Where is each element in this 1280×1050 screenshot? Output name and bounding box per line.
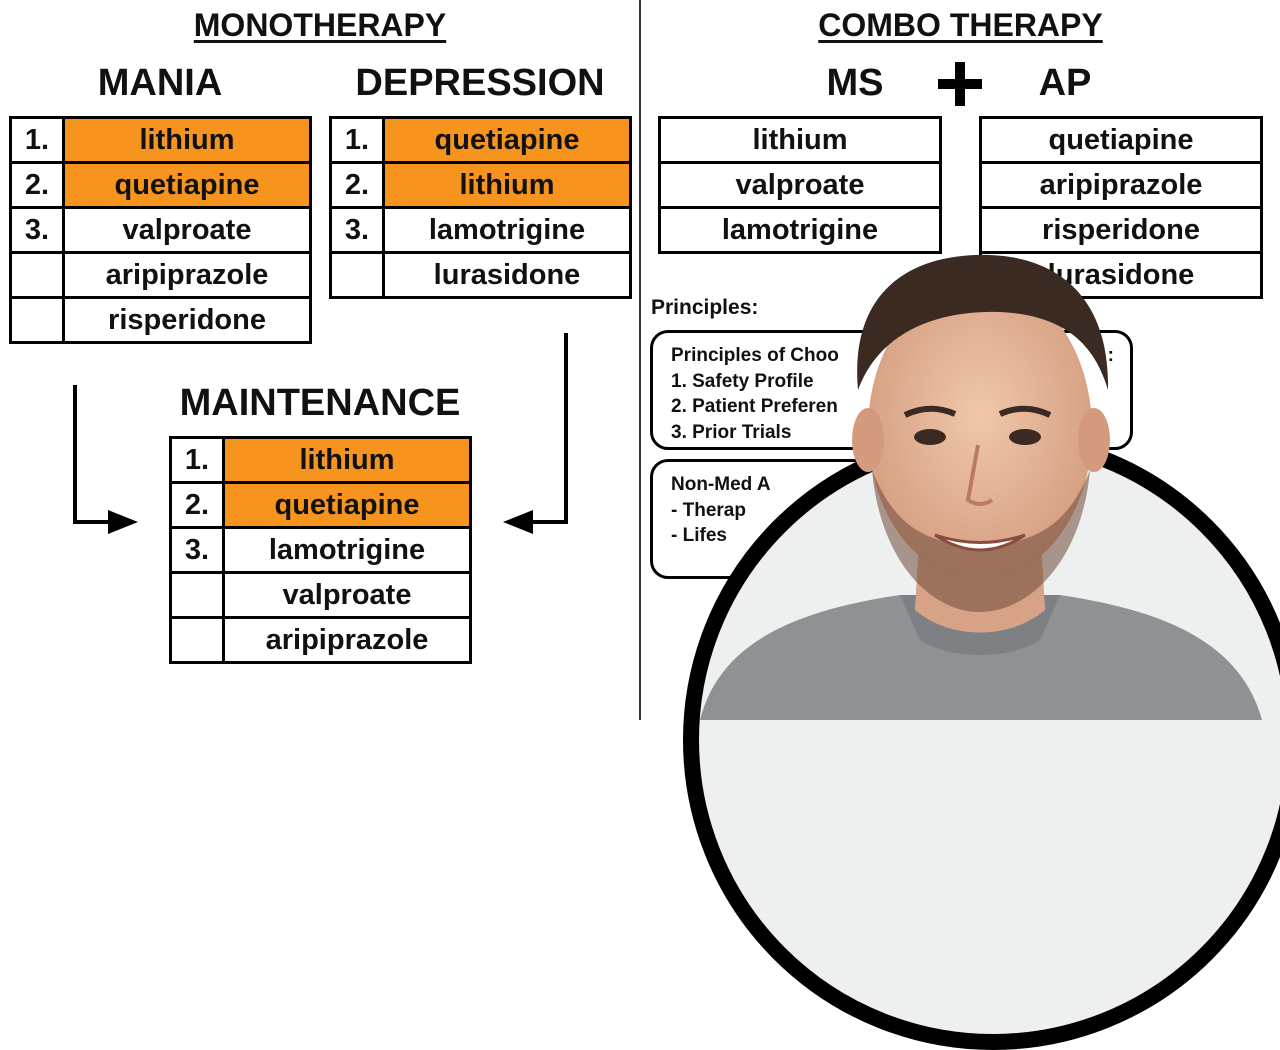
principles-box-title: Principles of Choo — [671, 345, 839, 366]
rank-cell: 2. — [9, 161, 65, 209]
maintenance-heading: MAINTENANCE — [179, 382, 461, 424]
drug-cell: valproate — [62, 206, 312, 254]
table-row: quetiapine — [979, 116, 1263, 164]
non-med-item: - Therap — [671, 499, 746, 521]
table-row: aripiprazole — [9, 251, 312, 299]
non-med-item: - Lifes — [671, 525, 727, 546]
combo-therapy-title: COMBO THERAPY — [818, 7, 1103, 43]
drug-cell: quetiapine — [979, 116, 1263, 164]
ap-table: quetiapine aripiprazole risperidone lura… — [979, 116, 1263, 299]
principles-item: 2. Patient Preferen — [671, 396, 838, 417]
table-row: 2.quetiapine — [9, 161, 312, 209]
drug-cell: lurasidone — [382, 251, 632, 299]
mania-table: 1.lithium 2.quetiapine 3.valproate aripi… — [9, 116, 312, 344]
drug-cell: risperidone — [62, 296, 312, 344]
table-row: valproate — [658, 161, 942, 209]
rank-cell — [169, 571, 225, 619]
drug-cell: aripiprazole — [979, 161, 1263, 209]
mania-heading: MANIA — [97, 62, 223, 104]
drug-cell: lamotrigine — [222, 526, 472, 574]
drug-cell: aripiprazole — [62, 251, 312, 299]
rank-cell — [9, 251, 65, 299]
table-row: lamotrigine — [658, 206, 942, 254]
table-row: risperidone — [9, 296, 312, 344]
table-row: valproate — [169, 571, 472, 619]
center-divider — [639, 0, 641, 720]
rank-cell: 2. — [169, 481, 225, 529]
drug-cell: lamotrigine — [382, 206, 632, 254]
principles-item: 1. Safety Profile — [671, 370, 814, 392]
table-row: lithium — [658, 116, 942, 164]
rank-cell: 1. — [169, 436, 225, 484]
table-row: 3.lamotrigine — [329, 206, 632, 254]
monotherapy-title: MONOTHERAPY — [193, 7, 447, 43]
drug-cell: risperidone — [979, 206, 1263, 254]
drug-cell: lithium — [382, 161, 632, 209]
table-row: risperidone — [979, 206, 1263, 254]
drug-cell: valproate — [658, 161, 942, 209]
table-row: 2.quetiapine — [169, 481, 472, 529]
plus-icon — [938, 62, 982, 106]
table-row: 3.valproate — [9, 206, 312, 254]
presenter-video — [700, 254, 1262, 720]
non-med-box-title: Non-Med A — [671, 474, 771, 495]
rank-cell: 2. — [329, 161, 385, 209]
table-row: 1.lithium — [169, 436, 472, 484]
rank-cell: 1. — [9, 116, 65, 164]
flow-arrows — [73, 333, 568, 534]
rank-cell: 3. — [169, 526, 225, 574]
rank-cell — [169, 616, 225, 664]
principles-box-title-end: : — [1107, 345, 1114, 366]
table-row: 1.lithium — [9, 116, 312, 164]
presenter-figure — [700, 254, 1262, 720]
principles-item: 3. Prior Trials — [671, 421, 792, 443]
drug-cell: lithium — [62, 116, 312, 164]
drug-cell: quetiapine — [222, 481, 472, 529]
drug-cell: lithium — [222, 436, 472, 484]
rank-cell: 3. — [9, 206, 65, 254]
table-row: aripiprazole — [169, 616, 472, 664]
rank-cell: 3. — [329, 206, 385, 254]
drug-cell: quetiapine — [62, 161, 312, 209]
table-row: 2.lithium — [329, 161, 632, 209]
depression-table: 1.quetiapine 2.lithium 3.lamotrigine lur… — [329, 116, 632, 299]
drug-cell: valproate — [222, 571, 472, 619]
mania-arrow — [73, 385, 138, 534]
principles-label: Principles: — [651, 296, 759, 319]
drug-cell: lamotrigine — [658, 206, 942, 254]
ap-heading: AP — [1038, 62, 1092, 104]
rank-cell: 1. — [329, 116, 385, 164]
depression-arrow — [503, 333, 568, 534]
drug-cell: aripiprazole — [222, 616, 472, 664]
ms-table: lithium valproate lamotrigine — [658, 116, 942, 254]
rank-cell — [329, 251, 385, 299]
rank-cell — [9, 296, 65, 344]
table-row: aripiprazole — [979, 161, 1263, 209]
drug-cell: quetiapine — [382, 116, 632, 164]
drug-cell: lithium — [658, 116, 942, 164]
ms-heading: MS — [826, 62, 884, 104]
table-row: 1.quetiapine — [329, 116, 632, 164]
maintenance-table: 1.lithium 2.quetiapine 3.lamotrigine val… — [169, 436, 472, 664]
table-row: lurasidone — [329, 251, 632, 299]
table-row: 3.lamotrigine — [169, 526, 472, 574]
depression-heading: DEPRESSION — [355, 62, 605, 104]
